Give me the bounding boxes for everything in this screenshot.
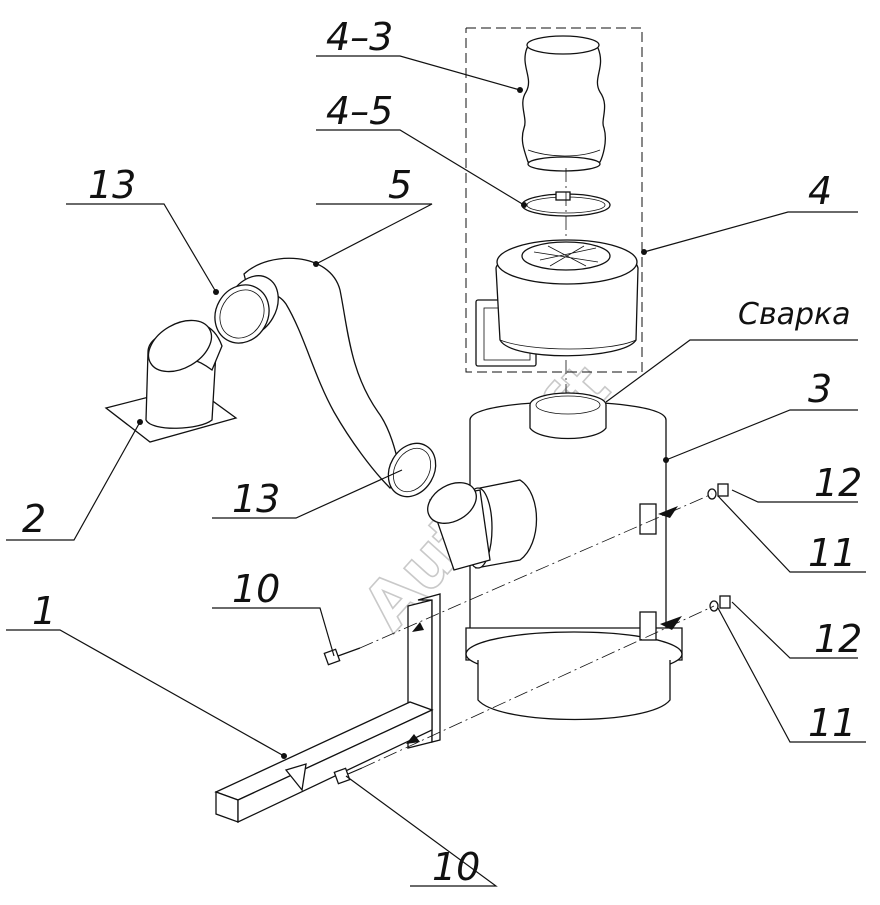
part-13-clamp-middle (387, 442, 437, 498)
part-4-3-bellows (521, 35, 606, 172)
arrow-top-right (658, 506, 678, 518)
housing-inlet-pipe (427, 479, 538, 571)
label-3: 3 (808, 367, 832, 411)
axis-bolt-top (359, 493, 713, 649)
label-welding: Сварка (738, 297, 851, 332)
part-10-bolt-bottom (333, 767, 363, 785)
label-4-3: 4–3 (326, 15, 393, 59)
label-11-bottom: 11 (808, 701, 856, 745)
label-1: 1 (32, 589, 56, 633)
group-4-frame (465, 27, 643, 373)
part-10-bolt-top (323, 647, 361, 666)
part-1-bracket (214, 593, 441, 824)
axis-bolt-bottom (361, 605, 715, 769)
leader-lines (6, 55, 866, 887)
label-10-top: 10 (232, 567, 280, 611)
arrow-top-left (412, 622, 424, 632)
label-11-top: 11 (808, 531, 856, 575)
label-12-top: 12 (814, 461, 862, 505)
label-4-5: 4–5 (326, 89, 393, 133)
part-2-intake-head (104, 319, 238, 443)
leader-dots (137, 87, 669, 759)
label-12-bottom: 12 (814, 617, 862, 661)
label-13-middle: 13 (232, 477, 280, 521)
label-10-bottom: 10 (432, 845, 480, 889)
label-4: 4 (808, 169, 832, 213)
label-13-top: 13 (88, 163, 136, 207)
label-2: 2 (22, 497, 46, 541)
arrow-bottom-left (406, 734, 420, 744)
part-3-filter-housing (465, 392, 683, 721)
label-5: 5 (388, 163, 412, 207)
arrow-bottom-right (660, 616, 682, 630)
part-13-clamp-top (214, 284, 270, 344)
part-11-12-nuts-bottom (709, 595, 731, 612)
part-4-precleaner (475, 239, 639, 367)
